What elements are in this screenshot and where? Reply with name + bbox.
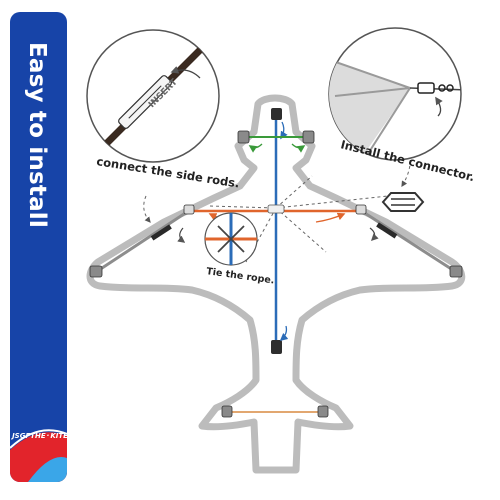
banner-white-stripe <box>10 429 67 449</box>
brand-name: JSGFTHE <box>12 432 46 440</box>
top-right-arrow <box>291 143 306 153</box>
connector-clip <box>381 192 425 212</box>
spine-top-cap <box>271 108 282 120</box>
right-rod-arrow <box>369 227 379 242</box>
left-rod-arrow <box>177 227 186 243</box>
tail-left-cap <box>221 405 233 418</box>
cross-right-arrow <box>315 212 346 223</box>
left-side-rod <box>89 204 195 278</box>
callout-side-rods: INSERT <box>86 29 220 163</box>
spine-bottom-cap <box>271 340 282 354</box>
tail-right-cap <box>317 405 329 418</box>
top-right-cap <box>302 130 315 144</box>
side-banner: Easy to install JSGFTHE·KITE <box>10 12 67 482</box>
banner-blue-wave <box>28 457 67 482</box>
brand-logo: JSGFTHE·KITE <box>12 432 67 440</box>
brand-suffix: KITE <box>50 432 67 440</box>
banner-background <box>10 12 67 482</box>
center-connector <box>267 204 285 214</box>
right-side-rod <box>355 204 463 278</box>
spine-bottom-arrow <box>279 325 289 342</box>
callout-connector <box>328 27 462 161</box>
top-left-cap <box>237 130 250 144</box>
callout-rope <box>204 212 258 266</box>
top-left-arrow <box>248 143 263 153</box>
